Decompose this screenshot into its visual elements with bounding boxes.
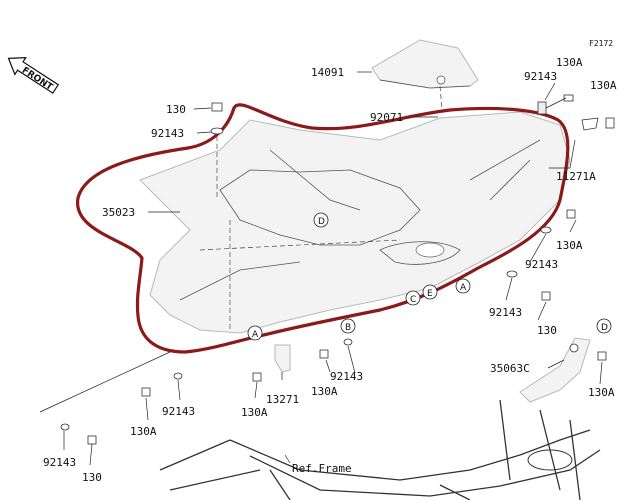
callout-e: E [422,284,438,300]
bracket-part [519,337,607,403]
svg-text:D: D [318,217,325,227]
fasteners-center [60,338,353,445]
svg-text:A: A [460,283,467,293]
part-label-35063c: 35063C [490,362,530,375]
callout-d-upper: D [313,212,329,228]
callout-a-left: A [247,325,263,341]
front-arrow-icon: FRONT [7,56,60,94]
part-label-11271a: 11271A [556,170,596,183]
callout-d-right: D [596,318,612,334]
part-label-130a-center-left: 130A [241,406,268,419]
highlight-outline [76,103,570,354]
part-label-13271: 13271 [266,393,299,406]
part-label-130-mid-right: 130 [537,324,557,337]
part-label-130a-left: 130A [130,425,157,438]
bolt-top-right [537,94,615,131]
callout-c: C [405,290,421,306]
seat-cover-part [371,39,479,111]
svg-text:E: E [427,289,433,299]
part-label-130a-right-bottom: 130A [588,386,615,399]
ref-frame-label: Ref.Frame [292,462,352,475]
bolt-top-left [210,102,224,200]
svg-text:D: D [601,323,608,333]
part-label-130-bottom-left: 130 [82,471,102,484]
part-label-35023: 35023 [102,206,135,219]
fasteners-right [506,209,576,301]
leader-lines [39,71,603,466]
callout-a-right: A [455,278,471,294]
part-label-130a-top-right-1: 130A [556,56,583,69]
part-label-92143-bottom-left: 92143 [43,456,76,469]
figure-code: F2172 [589,39,613,48]
part-label-130a-center: 130A [311,385,338,398]
part-label-130-top-left: 130 [166,103,186,116]
svg-text:C: C [410,295,416,305]
callout-b: B [340,318,356,334]
part-label-92143-top-left: 92143 [151,127,184,140]
svg-text:A: A [252,330,259,340]
part-label-92143-right: 92143 [525,258,558,271]
seat-body-part [139,111,571,334]
part-label-92071: 92071 [370,111,403,124]
part-label-130a-top-right-2: 130A [590,79,617,92]
part-label-92143-center: 92143 [330,370,363,383]
part-label-92143-mid-right: 92143 [489,306,522,319]
part-label-92143-left: 92143 [162,405,195,418]
part-label-130a-right: 130A [556,239,583,252]
svg-text:B: B [345,323,351,333]
part-label-92143-top-right: 92143 [524,70,557,83]
frame-reference [159,399,601,500]
part-label-14091: 14091 [311,66,344,79]
